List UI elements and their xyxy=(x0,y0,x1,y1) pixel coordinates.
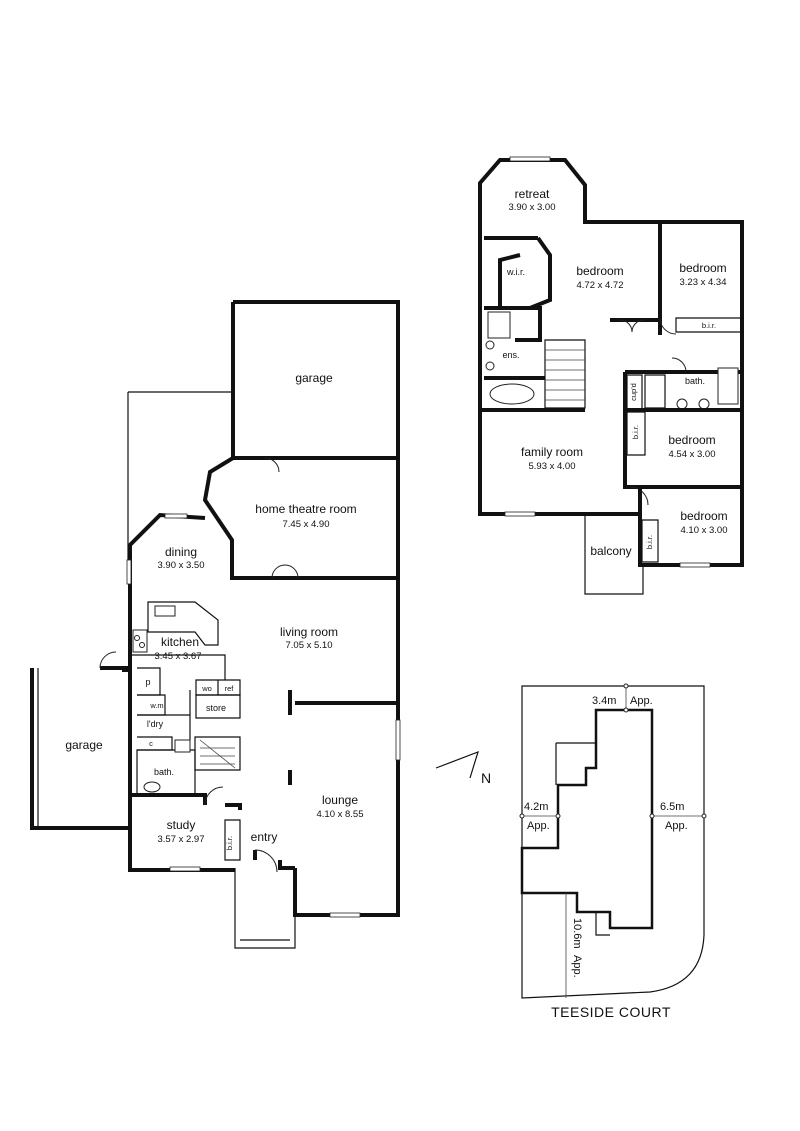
street-name: TEESIDE COURT xyxy=(551,1004,671,1020)
home-theatre-walls xyxy=(202,456,400,580)
left-setback-value: 4.2m xyxy=(524,801,548,813)
family-room-label: family room xyxy=(521,445,583,459)
bath-label: bath. xyxy=(154,767,174,777)
north-label: N xyxy=(481,770,491,786)
cupboard-label: c xyxy=(149,739,153,748)
bir-1-label: b.i.r. xyxy=(702,321,716,330)
laundry-label: l'dry xyxy=(147,719,164,729)
family-room-dims: 5.93 x 4.00 xyxy=(528,461,575,472)
retreat-dims: 3.90 x 3.00 xyxy=(508,202,555,213)
pantry-label: p xyxy=(145,677,150,687)
lounge-dims: 4.10 x 8.55 xyxy=(316,809,363,820)
site-house-footprint xyxy=(520,708,654,930)
retreat-label: retreat xyxy=(515,187,550,201)
study-dims: 3.57 x 2.97 xyxy=(157,834,204,845)
kitchen-dims: 3.45 x 3.67 xyxy=(154,651,201,662)
ref-label: ref xyxy=(225,684,235,693)
right-setback-note: App. xyxy=(665,820,688,832)
ensuite-label: ens. xyxy=(502,350,519,360)
wo-label: wo xyxy=(201,684,212,693)
front-setback-note: App. xyxy=(630,695,653,707)
ground-bir-label: b.i.r. xyxy=(225,836,234,850)
master-bedroom-dims: 4.72 x 4.72 xyxy=(576,280,623,291)
front-setback-value: 3.4m xyxy=(592,695,616,707)
lounge-walls xyxy=(293,701,400,917)
bir-2-label: b.i.r. xyxy=(631,425,640,439)
right-setback-value: 6.5m xyxy=(660,801,684,813)
living-room-dims: 7.05 x 5.10 xyxy=(285,640,332,651)
rear-setback-note: App. xyxy=(571,955,583,978)
home-theatre-label: home theatre room xyxy=(255,502,356,516)
home-theatre-dims: 7.45 x 4.90 xyxy=(282,519,329,530)
north-arrow xyxy=(435,751,479,779)
study-label: study xyxy=(167,818,196,832)
first-bath-label: bath. xyxy=(685,376,705,386)
bedroom-3-dims: 4.54 x 3.00 xyxy=(668,449,715,460)
bedroom-4-label: bedroom xyxy=(680,509,727,523)
bedroom-2-label: bedroom xyxy=(679,261,726,275)
cupd-label: cup'd xyxy=(629,383,638,401)
garage-side-label: garage xyxy=(65,738,103,752)
rear-setback-value: 10.6m xyxy=(571,918,583,949)
left-setback-note: App. xyxy=(527,820,550,832)
garage-main-label: garage xyxy=(295,371,333,385)
balcony-outline xyxy=(584,514,644,595)
bedroom-2-dims: 3.23 x 4.34 xyxy=(679,277,726,288)
kitchen-label: kitchen xyxy=(161,635,199,649)
site-boundary xyxy=(521,685,705,999)
ground-floor-plan xyxy=(30,300,401,949)
first-floor-plan xyxy=(478,156,744,595)
site-plan xyxy=(519,683,707,999)
store-label: store xyxy=(206,703,226,713)
wir-label: w.i.r. xyxy=(506,267,525,277)
bedroom-3-label: bedroom xyxy=(668,433,715,447)
wm-label: w.m xyxy=(149,701,163,710)
living-room-label: living room xyxy=(280,625,338,639)
study-walls xyxy=(130,793,242,810)
first-floor-outer-walls xyxy=(478,158,744,567)
dining-label: dining xyxy=(165,545,197,559)
balcony-label: balcony xyxy=(590,544,631,558)
lounge-label: lounge xyxy=(322,793,358,807)
bir-3-label: b.i.r. xyxy=(645,535,654,549)
entry-walls xyxy=(253,850,295,870)
entry-label: entry xyxy=(251,830,278,844)
master-bedroom-label: bedroom xyxy=(576,264,623,278)
dining-dims: 3.90 x 3.50 xyxy=(157,560,204,571)
bedroom-4-dims: 4.10 x 3.00 xyxy=(680,525,727,536)
